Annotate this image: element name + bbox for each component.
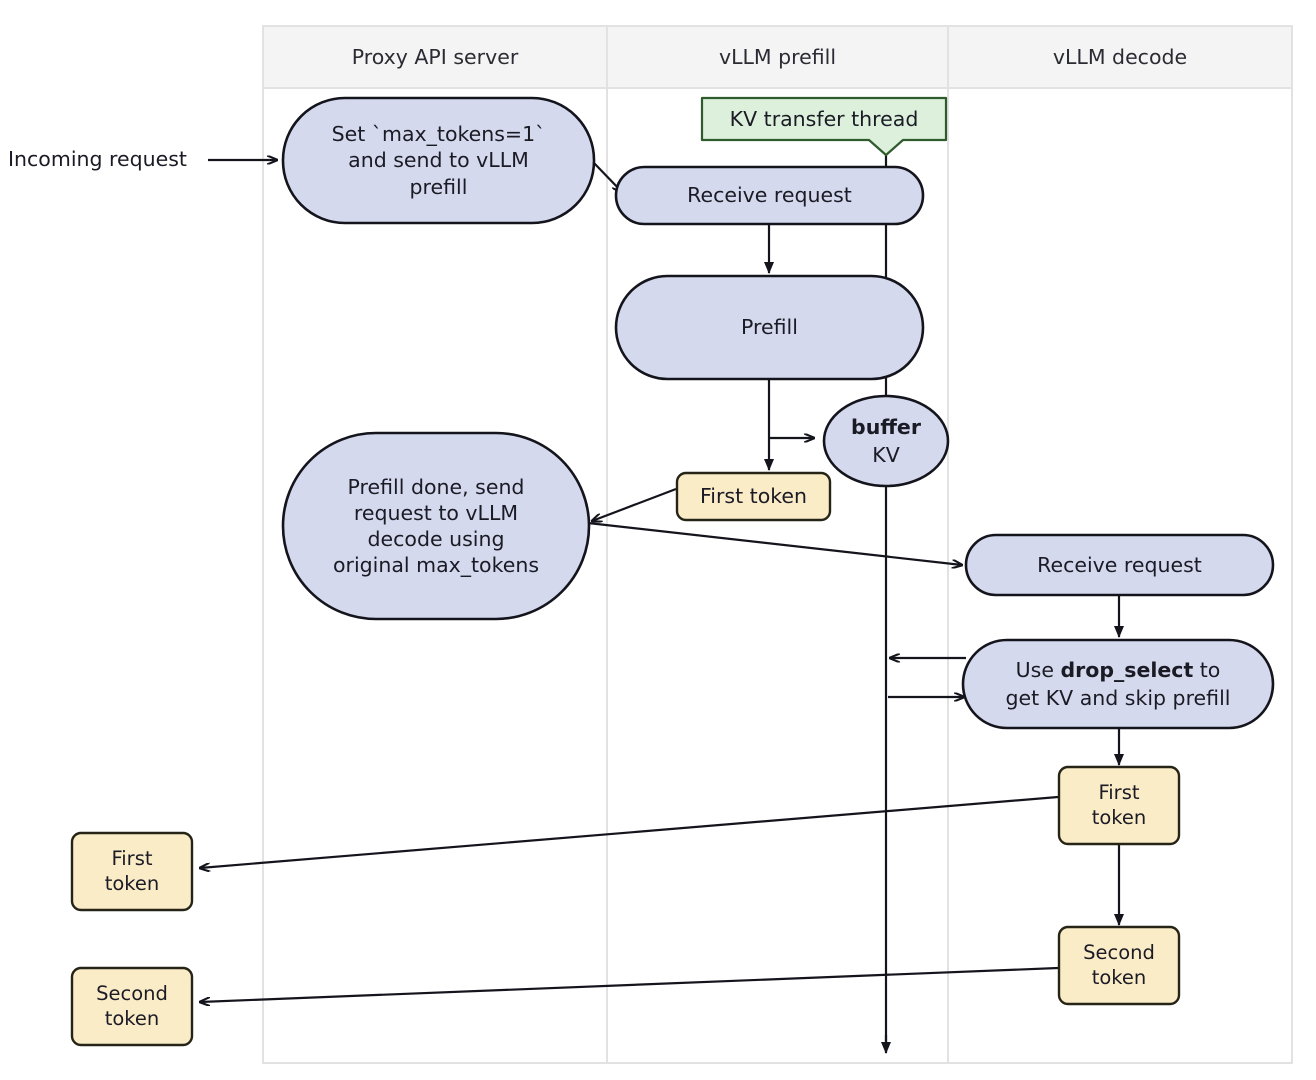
edge-decode-first-to-proxy-first: [200, 795, 1059, 868]
node-buffer-kv[interactable]: [822, 394, 950, 488]
node-kv-transfer-thread[interactable]: [700, 96, 948, 157]
lane-header-decode: vLLM decode: [1052, 45, 1188, 69]
edge-first-token-to-prefill-done: [592, 487, 677, 521]
node-drop-select[interactable]: [961, 638, 1275, 730]
label-incoming-request: Incoming request: [8, 147, 187, 171]
node-proxy-second-token[interactable]: [70, 966, 194, 1047]
node-decode-receive-request[interactable]: [964, 533, 1275, 597]
lane-header-prefill: vLLM prefill: [718, 45, 837, 69]
lane-header-band: [262, 25, 1293, 89]
edge-decode-second-to-proxy-second: [200, 966, 1059, 1002]
node-set-max-tokens[interactable]: [281, 96, 596, 225]
node-prefill-receive-request[interactable]: [614, 165, 925, 226]
node-prefill[interactable]: [614, 274, 925, 381]
node-prefill-done[interactable]: [281, 431, 591, 621]
node-prefill-first-token[interactable]: [675, 471, 832, 522]
node-decode-first-token[interactable]: [1057, 765, 1181, 846]
node-proxy-first-token[interactable]: [70, 831, 194, 912]
lane-header-proxy: Proxy API server: [351, 45, 519, 69]
edge-prefill-done-to-decode-receive: [587, 521, 962, 565]
node-decode-second-token[interactable]: [1057, 925, 1181, 1006]
